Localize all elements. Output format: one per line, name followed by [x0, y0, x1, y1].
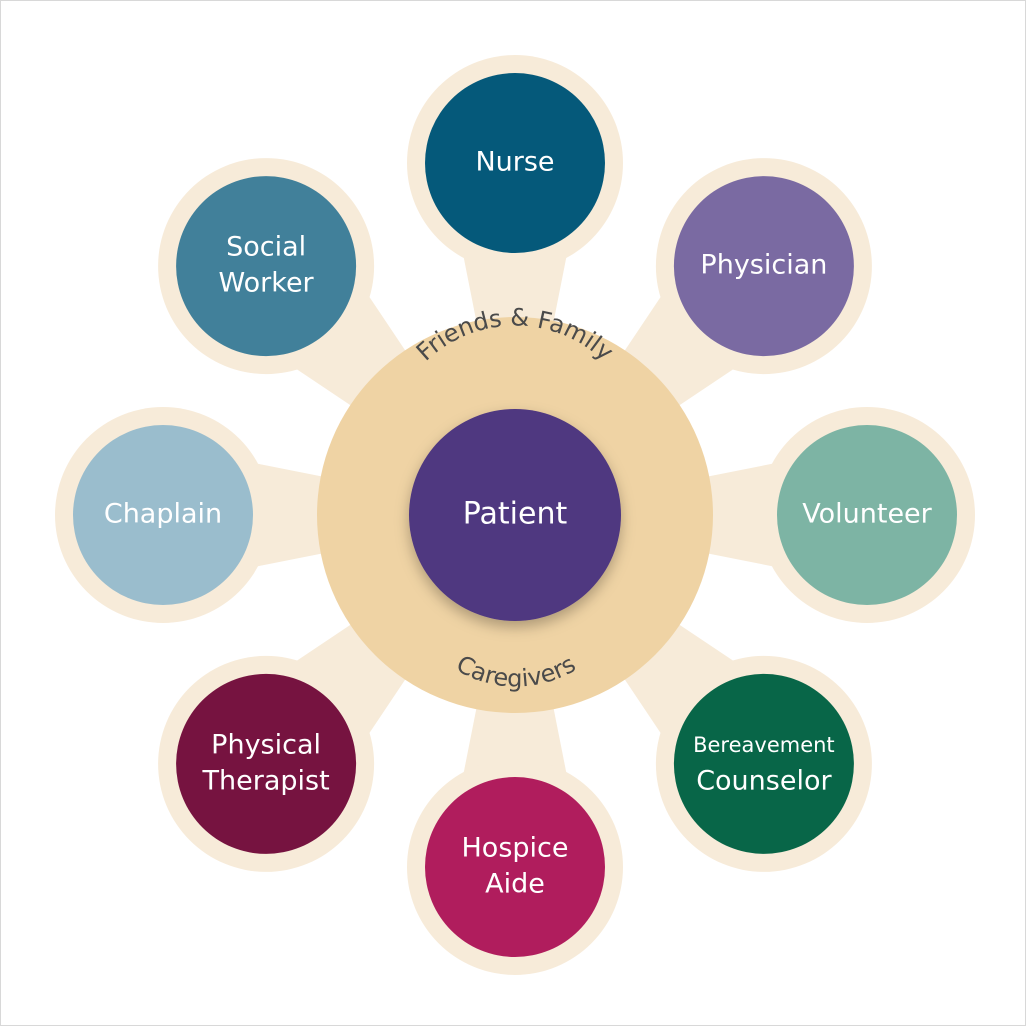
social-worker-label-line-2: Worker	[219, 268, 315, 299]
hospice-aide-circle	[425, 777, 605, 957]
member-nodes: NursePhysicianVolunteerBereavementCounse…	[73, 73, 957, 957]
volunteer-label-line-1: Volunteer	[802, 499, 932, 530]
physician-circle	[673, 176, 854, 357]
chaplain-label-line-1: Chaplain	[104, 499, 222, 530]
nurse-label-line-1: Nurse	[475, 147, 554, 178]
bereavement-counselor-label-line-1: Bereavement	[693, 733, 835, 757]
volunteer-circle	[777, 425, 957, 605]
hospice-aide-label-line-1: Hospice	[462, 833, 569, 864]
patient-label: Patient	[463, 497, 568, 532]
chaplain-circle	[73, 425, 253, 605]
bereavement-counselor-circle	[673, 673, 854, 854]
physical-therapist-circle	[176, 673, 357, 854]
patient-node	[409, 409, 621, 621]
physician-label-line-1: Physician	[700, 250, 827, 281]
member-nurse: Nurse	[425, 73, 605, 253]
social-worker-circle	[176, 176, 357, 357]
hospice-aide-label-line-2: Aide	[485, 868, 545, 899]
member-physician: Physician	[673, 176, 854, 357]
physical-therapist-label-line-1: Physical	[211, 729, 321, 760]
member-chaplain: Chaplain	[73, 425, 253, 605]
bereavement-counselor-label-line-2: Counselor	[696, 765, 832, 796]
social-worker-label-line-1: Social	[226, 232, 306, 263]
nurse-circle	[425, 73, 605, 253]
member-volunteer: Volunteer	[777, 425, 957, 605]
physical-therapist-label-line-2: Therapist	[202, 765, 330, 796]
